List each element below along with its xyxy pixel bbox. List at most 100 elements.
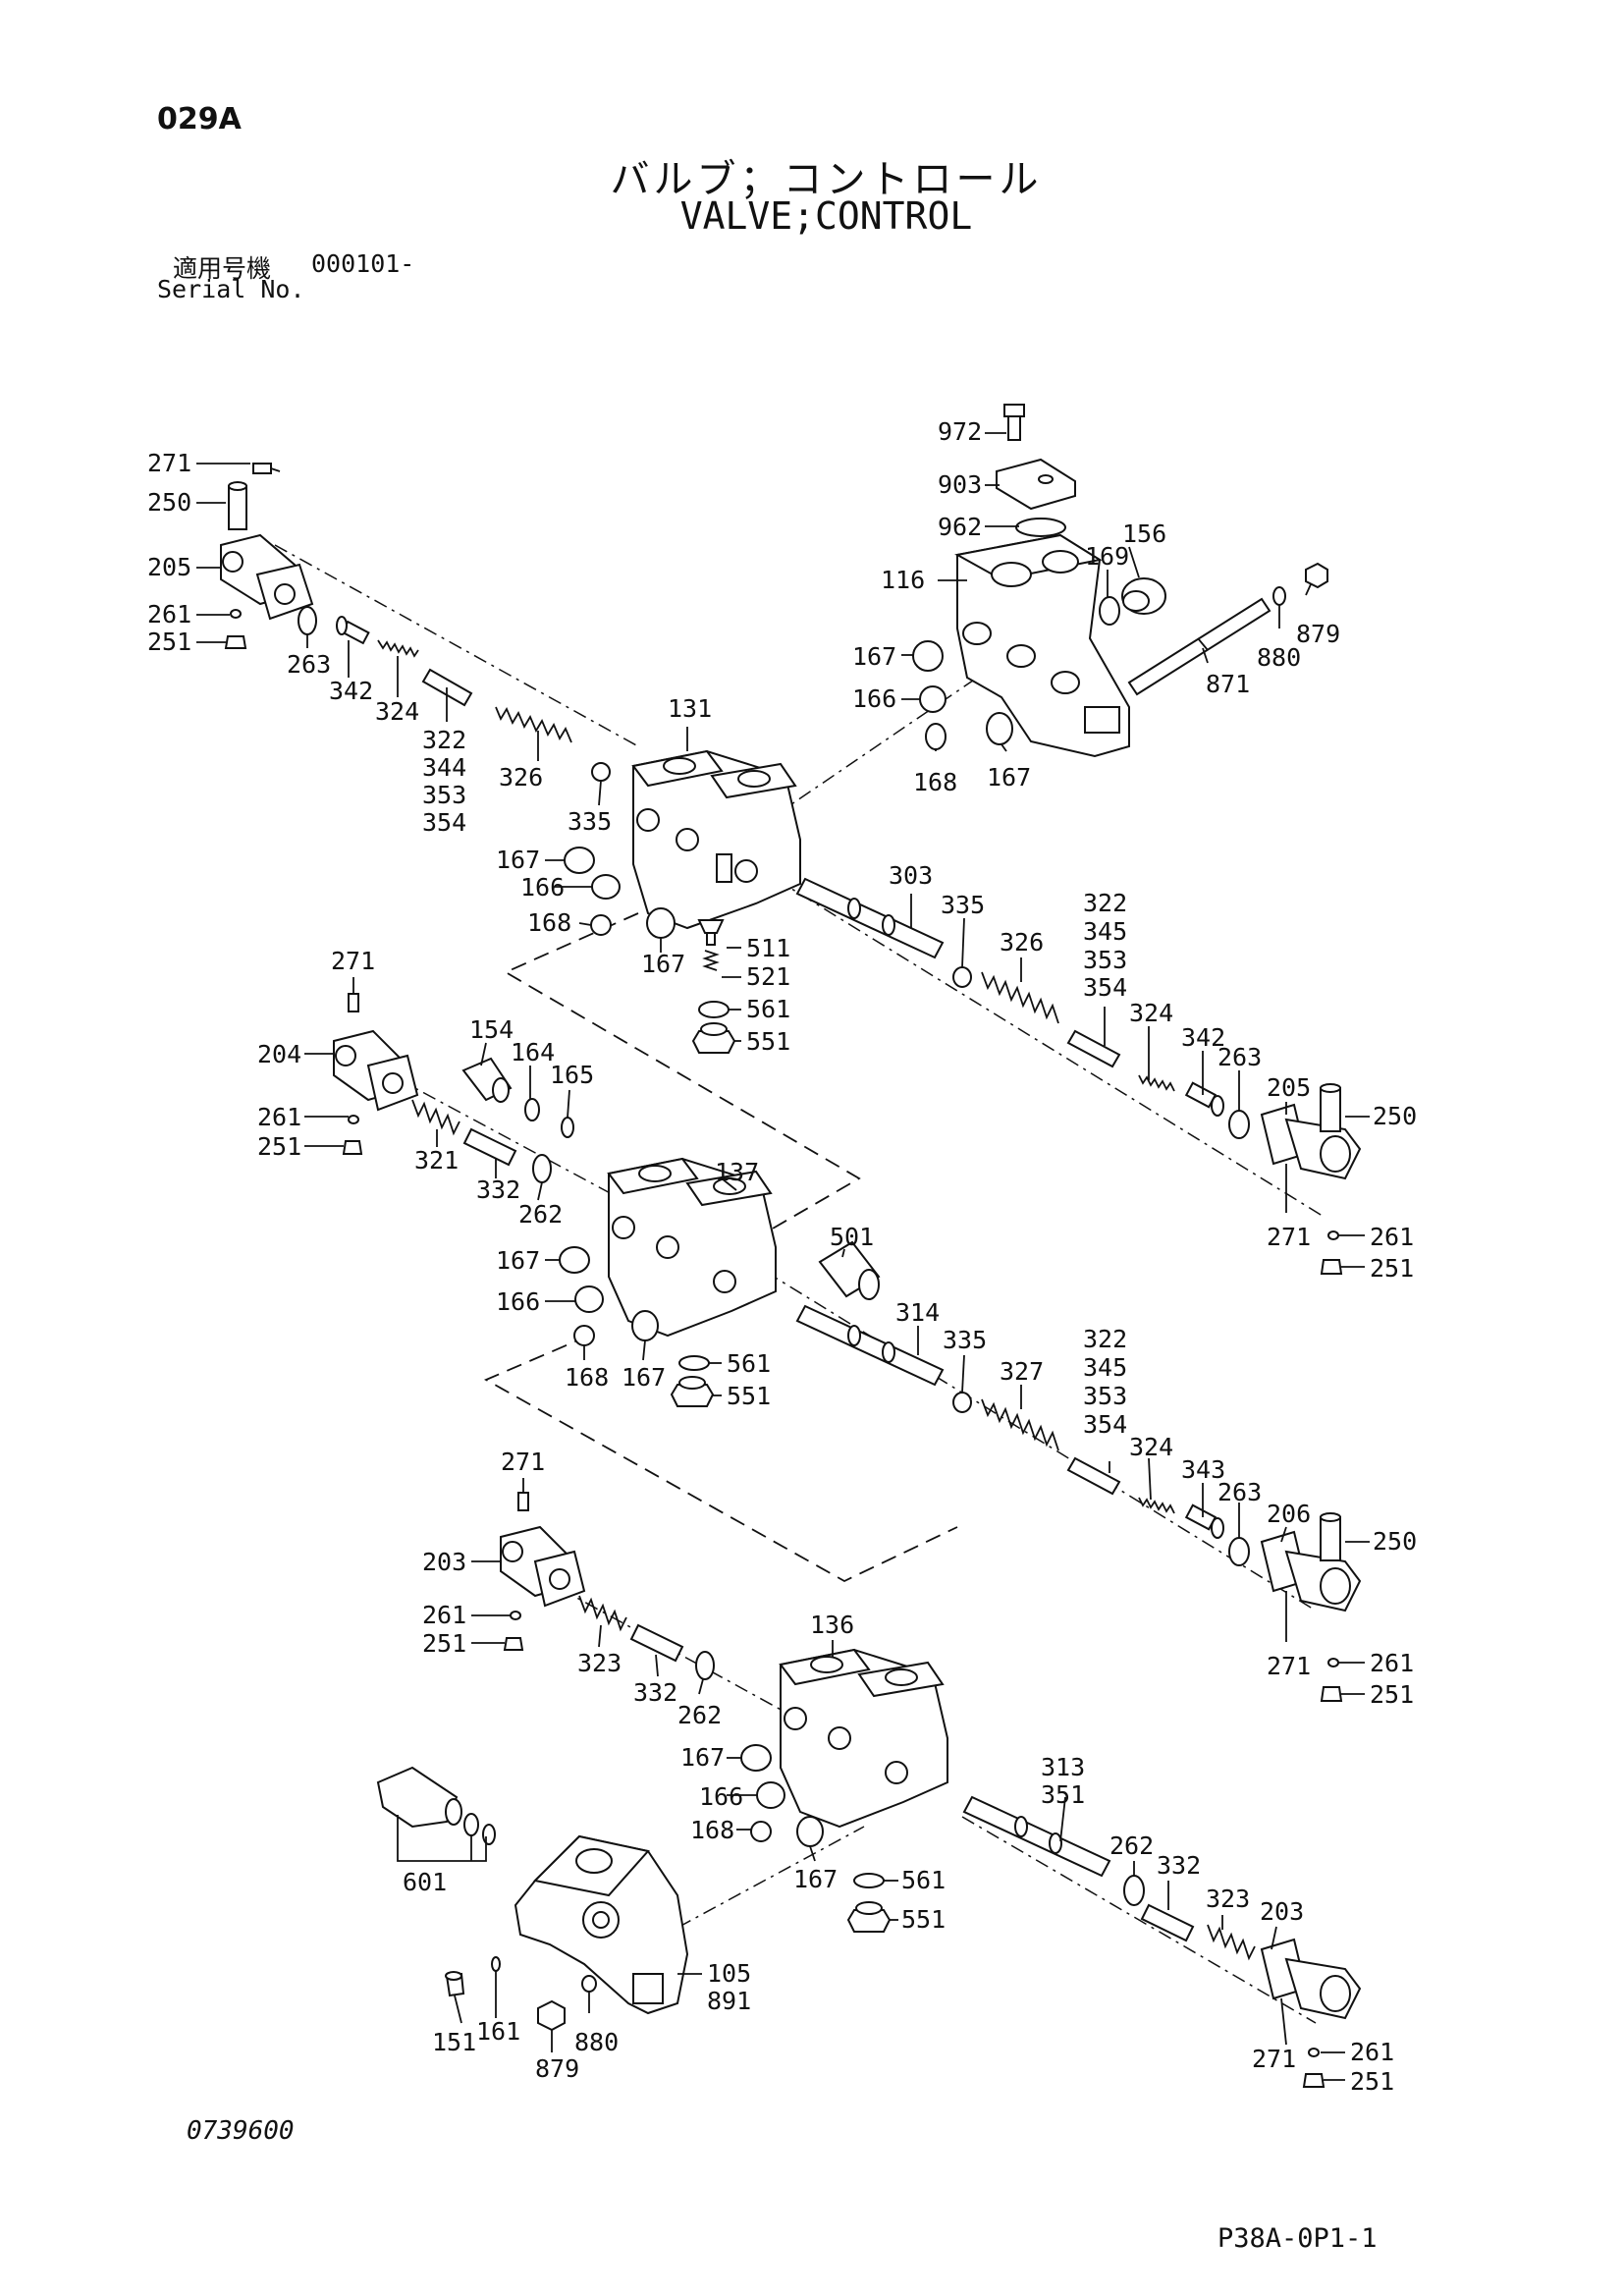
o-ring-261-d — [1327, 1658, 1339, 1667]
page-id: 029A — [157, 102, 242, 137]
callout-168-cover: 168 — [913, 768, 957, 796]
callout-131: 131 — [668, 694, 712, 723]
cap-204 — [333, 1029, 419, 1112]
spool-322-b — [1066, 1029, 1121, 1068]
callout-271-c: 271 — [331, 947, 375, 975]
o-ring-262-b — [695, 1651, 715, 1680]
callout-353-b: 353 — [1083, 946, 1127, 974]
plug-251-c — [342, 1140, 363, 1155]
callout-972: 972 — [938, 417, 982, 446]
o-ring-263-a — [298, 606, 317, 635]
callout-332-a: 332 — [476, 1175, 520, 1204]
o-ring-166-131 — [591, 874, 621, 900]
callout-263-b: 263 — [1217, 1043, 1262, 1071]
plug-154 — [461, 1057, 513, 1103]
callout-161: 161 — [476, 2017, 520, 2046]
callout-345-b: 345 — [1083, 1353, 1127, 1382]
callout-206: 206 — [1267, 1500, 1311, 1528]
callout-314: 314 — [895, 1298, 940, 1327]
callout-167-cover-b: 167 — [987, 763, 1031, 792]
callout-164: 164 — [511, 1038, 555, 1066]
spool-322-c — [1066, 1456, 1121, 1496]
valve-section-131 — [631, 749, 801, 930]
bolt-271-204 — [348, 993, 359, 1012]
o-ring-168-137 — [573, 1325, 595, 1346]
inlet-housing-105 — [514, 1834, 689, 2015]
callout-871: 871 — [1206, 670, 1250, 698]
o-ring-561-a — [698, 1001, 730, 1018]
callout-327: 327 — [1000, 1357, 1044, 1386]
o-ring-261-a — [230, 609, 242, 619]
washer-880-b — [581, 1975, 597, 1993]
plug-551-c — [846, 1901, 892, 1933]
serial-range: 000101- — [311, 249, 415, 278]
spring-324-a — [377, 639, 419, 658]
o-ring-169 — [1099, 596, 1120, 626]
o-ring-561-c — [853, 1873, 885, 1888]
callout-136: 136 — [810, 1611, 854, 1639]
spring-323-b — [1207, 1924, 1256, 1961]
o-ring-167-137-a — [559, 1246, 590, 1274]
o-ring-167-136-a — [740, 1744, 772, 1772]
bolt-271-upper-left — [252, 463, 281, 474]
o-ring-263-b — [1228, 1110, 1250, 1139]
callout-332-b: 332 — [633, 1678, 677, 1707]
stopper-342-a — [336, 616, 370, 645]
callout-167-131-b: 167 — [641, 950, 685, 978]
callout-166-cover: 166 — [852, 684, 896, 713]
callout-321: 321 — [414, 1146, 459, 1175]
callout-261-e: 261 — [422, 1601, 466, 1629]
callout-353-c: 353 — [1083, 1382, 1127, 1410]
callout-169: 169 — [1085, 542, 1129, 571]
poppet-511 — [697, 919, 725, 946]
stopper-332-a — [462, 1127, 517, 1167]
callout-303: 303 — [889, 861, 933, 890]
callout-154: 154 — [469, 1015, 514, 1044]
callout-322-b: 322 — [1083, 889, 1127, 917]
callout-203-right: 203 — [1260, 1897, 1304, 1926]
callout-354-b: 354 — [1083, 973, 1127, 1002]
title-english: VALVE;CONTROL — [679, 194, 973, 238]
spool-303 — [795, 877, 945, 959]
o-ring-164 — [524, 1098, 540, 1121]
callout-962: 962 — [938, 513, 982, 541]
callout-344: 344 — [422, 753, 466, 782]
washer-880 — [1272, 586, 1286, 606]
o-ring-166-137 — [574, 1285, 604, 1313]
callout-167-cover-a: 167 — [852, 642, 896, 671]
o-ring-165 — [561, 1117, 574, 1138]
cap-205-right — [1260, 1103, 1362, 1180]
callout-271-e: 271 — [501, 1448, 545, 1476]
callout-353-a: 353 — [422, 781, 466, 809]
callout-168-131: 168 — [527, 908, 571, 937]
spring-326-a — [495, 706, 572, 743]
o-ring-168-cover — [925, 723, 947, 750]
callout-250-a: 250 — [147, 488, 191, 517]
spring-326-b — [981, 971, 1059, 1024]
plug-551-a — [691, 1022, 736, 1054]
cap-205-upper-left — [220, 533, 314, 621]
callout-903: 903 — [938, 470, 982, 499]
section-connector-lines — [483, 912, 958, 1583]
callout-167-136-b: 167 — [793, 1865, 838, 1893]
o-ring-262-c — [1123, 1875, 1145, 1906]
plug-251-e — [503, 1637, 524, 1651]
o-ring-261-f — [1308, 2048, 1320, 2057]
spring-521 — [702, 950, 720, 971]
spool-314 — [795, 1304, 945, 1387]
callout-261-b: 261 — [1370, 1223, 1414, 1251]
rod-871 — [1127, 597, 1271, 696]
callout-323-b: 323 — [1206, 1885, 1250, 1913]
callout-168-136: 168 — [690, 1816, 734, 1844]
o-ring-168-131 — [590, 914, 612, 936]
callout-105: 105 — [707, 1959, 751, 1988]
plug-151 — [445, 1971, 465, 1997]
callout-335-b: 335 — [941, 891, 985, 919]
callout-342-a: 342 — [329, 677, 373, 705]
callout-165: 165 — [550, 1061, 594, 1089]
callout-271-a: 271 — [147, 449, 191, 477]
callout-891: 891 — [707, 1987, 751, 2015]
o-ring-167-131-a — [564, 847, 595, 874]
callout-251-f: 251 — [1350, 2067, 1394, 2096]
